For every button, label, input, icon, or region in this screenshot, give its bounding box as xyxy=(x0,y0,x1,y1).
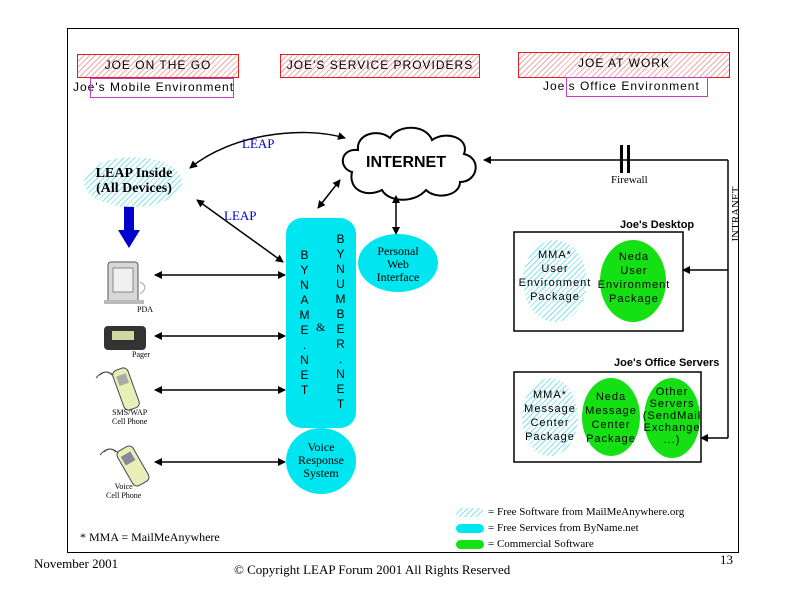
footer-copyright: © Copyright LEAP Forum 2001 All Rights R… xyxy=(234,562,511,577)
desktop-box xyxy=(513,231,684,332)
pda-device-icon xyxy=(104,261,146,304)
leap-top-label: LEAP xyxy=(242,136,275,151)
legend: = Free Software from MailMeAnywhere.org … xyxy=(456,504,684,552)
firewall-label: Firewall xyxy=(611,174,648,186)
header-joe-on-the-go: JOE ON THE GO xyxy=(77,54,239,78)
legend-swatch-green xyxy=(456,539,484,549)
leap-curve-arrow xyxy=(189,131,346,169)
pda-label: PDA xyxy=(137,305,154,314)
pager-device-icon xyxy=(104,326,146,350)
personal-web-blob xyxy=(358,234,438,292)
servers-title: Joe's Office Servers xyxy=(614,357,720,369)
leap-inside-line1: LEAP Inside xyxy=(95,166,173,181)
leap-inside-label: LEAP Inside (All Devices) xyxy=(84,166,184,196)
legend-swatch-cyan xyxy=(456,523,484,533)
servers-mma-blob xyxy=(522,378,578,456)
office-env-outline xyxy=(566,77,708,97)
internet-label: INTERNET xyxy=(366,154,446,171)
intranet-label: INTRANET xyxy=(730,186,742,242)
servers-neda-blob xyxy=(582,378,640,456)
mobile-env-outline xyxy=(90,78,234,98)
leap-left-label: LEAP xyxy=(224,208,257,223)
byname-bynumber-column xyxy=(286,218,356,428)
blue-arrow-head xyxy=(118,230,140,248)
legend-item: = Free Services from ByName.net xyxy=(456,520,684,536)
voice-response-label: Voice Response System xyxy=(298,440,344,480)
internet-cloud xyxy=(342,126,477,201)
desktop-title: Joe's Desktop xyxy=(620,219,695,231)
desktop-neda-blob xyxy=(600,240,666,322)
header-service-providers: JOE'S SERVICE PROVIDERS xyxy=(280,54,480,78)
leap-inside-line2: (All Devices) xyxy=(96,181,172,196)
footnote: * MMA = MailMeAnywhere xyxy=(80,530,220,544)
legend-item: = Commercial Software xyxy=(456,536,684,552)
header-left-sub: Joe's Mobile Environment xyxy=(73,80,234,94)
leap-device-link xyxy=(196,199,284,263)
firewall-bar-1 xyxy=(620,145,623,173)
voice-phone-icon xyxy=(99,445,150,487)
pager-label: Pager xyxy=(132,350,151,359)
legend-swatch-hatched xyxy=(456,507,484,517)
sms-phone-icon xyxy=(95,367,140,411)
slide-frame xyxy=(67,28,739,553)
internet-byname-link xyxy=(317,179,341,209)
servers-other-blob xyxy=(644,378,700,458)
mobile-env-label: Joe's Mobile Environment xyxy=(73,80,235,94)
leap-inside-blob xyxy=(84,157,182,207)
footer-page-number: 13 xyxy=(720,552,733,567)
ampersand-label: & xyxy=(316,320,326,334)
firewall-bar-2 xyxy=(627,145,630,173)
blue-arrow-shaft xyxy=(124,206,134,230)
office-env-label: Joe's Office Environment xyxy=(543,79,700,93)
voice-response-blob xyxy=(286,428,356,494)
header-joe-at-work: JOE AT WORK xyxy=(518,52,730,78)
legend-item: = Free Software from MailMeAnywhere.org xyxy=(456,504,684,520)
desktop-mma-blob xyxy=(523,240,587,322)
servers-box xyxy=(513,371,702,463)
personal-web-label: Personal Web Interface xyxy=(376,244,420,284)
footer-date: November 2001 xyxy=(34,556,119,571)
